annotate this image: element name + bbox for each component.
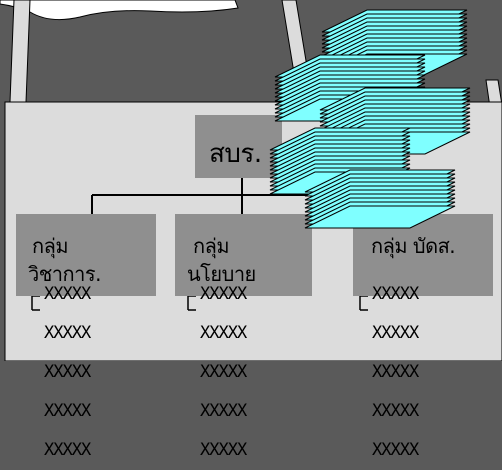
paper-stack <box>304 169 456 229</box>
filler-row: XXXXX <box>372 284 419 304</box>
group-third-line1: กลุ่ม บัดส. <box>371 234 456 258</box>
top-box-sbr: สบร. <box>195 115 282 178</box>
group-policy-line2: นโยบาย <box>187 262 256 286</box>
group-academic-line1: กลุ่ม <box>32 234 69 258</box>
filler-row: XXXXX <box>372 440 419 460</box>
filler-row: XXXXX <box>44 284 91 304</box>
filler-row: XXXXX <box>372 323 419 343</box>
filler-row: XXXXX <box>44 440 91 460</box>
group-policy-line1: กลุ่ม <box>193 234 230 258</box>
filler-row: XXXXX <box>200 440 247 460</box>
top-box-label: สบร. <box>209 139 262 169</box>
group-academic-line2: วิชาการ. <box>28 262 101 286</box>
filler-row: XXXXX <box>44 362 91 382</box>
paper-stacks <box>269 9 471 229</box>
filler-row: XXXXX <box>200 362 247 382</box>
filler-row: XXXXX <box>200 401 247 421</box>
filler-row: XXXXX <box>372 362 419 382</box>
paper-stack <box>321 9 468 77</box>
filler-row: XXXXX <box>372 401 419 421</box>
filler-row: XXXXX <box>44 401 91 421</box>
filler-row: XXXXX <box>200 284 247 304</box>
paper-sheet <box>304 205 456 229</box>
group-box-policy: กลุ่ม นโยบาย <box>175 214 312 296</box>
filler-row: XXXXX <box>44 323 91 343</box>
group-box-academic: กลุ่ม วิชาการ. <box>16 214 156 296</box>
filler-row: XXXXX <box>200 323 247 343</box>
